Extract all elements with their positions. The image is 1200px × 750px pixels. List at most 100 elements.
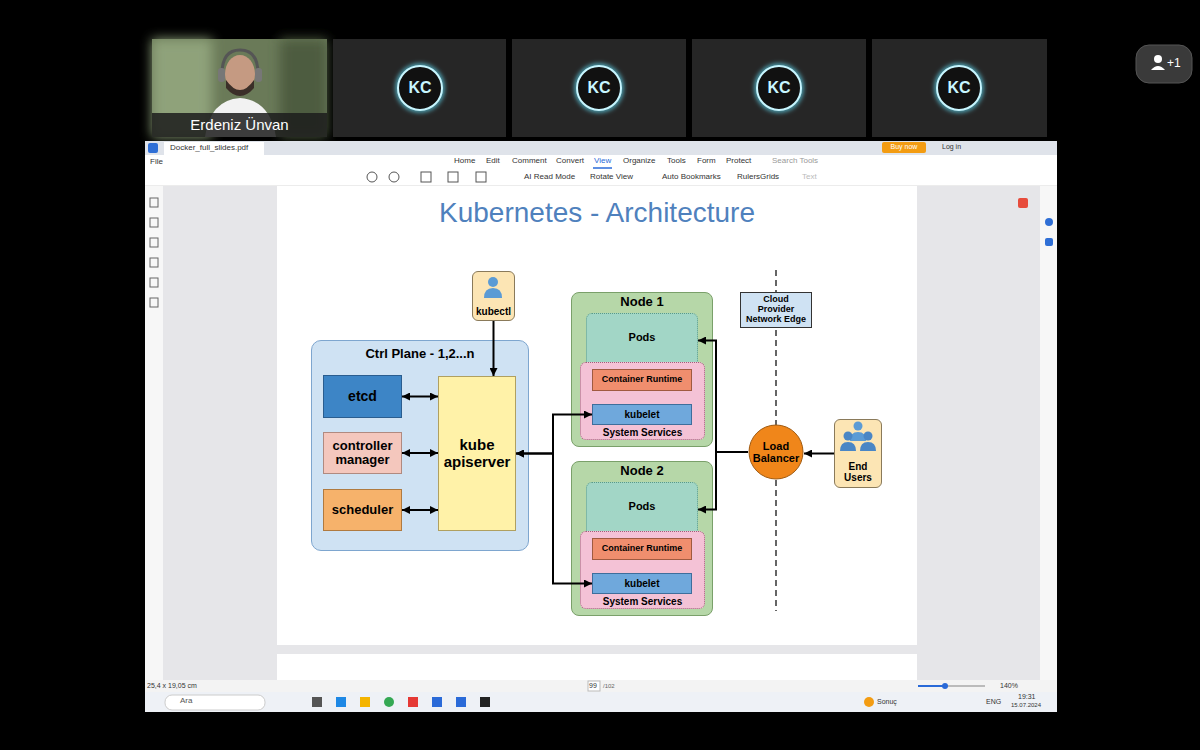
user-box: kubectl (472, 271, 515, 321)
worker-node-band: Node 1PodsSystem ServicesContainer Runti… (571, 292, 713, 447)
node-label: Cloud Provider Network Edge (745, 295, 807, 325)
taskbar-icon (432, 697, 442, 707)
fill-icon (476, 172, 486, 182)
status-bar (145, 680, 1057, 692)
users-icon (840, 442, 856, 451)
person-head (225, 55, 255, 93)
participants-icon (1151, 66, 1165, 70)
logo-mark: KC (569, 79, 629, 97)
control-plane-band: Ctrl Plane - 1,2...netcdcontroller manag… (311, 340, 529, 551)
taskbar-icon (480, 697, 490, 707)
menu-item: Tools (667, 157, 686, 166)
users-icon (860, 442, 876, 451)
sidebar-icon (150, 298, 158, 307)
person-headphones (222, 50, 258, 74)
node-label: System Services (603, 427, 683, 438)
taskbar-icon (360, 697, 370, 707)
sidebar-icon (150, 198, 158, 207)
toolbar-item: Grids (760, 173, 779, 182)
connector-arrow (804, 453, 834, 455)
logo-mark: KC (390, 79, 450, 97)
document-area (163, 186, 1040, 680)
taskbar-search-text: Ara (180, 697, 192, 706)
buy-button (882, 142, 926, 153)
api-server-box: kube apiserver (438, 376, 516, 531)
zoom-out-icon (367, 172, 377, 182)
connector-arrow (493, 321, 495, 376)
participants-button (1136, 45, 1192, 83)
node-label: Node 1 (620, 295, 663, 309)
pods-box: Pods (586, 482, 698, 537)
page-size: 25,4 x 19,05 cm (147, 682, 197, 690)
users-icon (844, 432, 853, 441)
load-balancer-circle: Load Balancer (748, 424, 804, 480)
toolbar-item: Rulers (737, 173, 760, 182)
component-box: scheduler (323, 489, 402, 531)
sidebar-icon (150, 218, 158, 227)
users-icon (850, 432, 866, 441)
node-label: System Services (603, 596, 683, 607)
node-label: End Users (835, 461, 881, 483)
clock-date: 15.07.2024 (1011, 702, 1041, 709)
zoom-slider (918, 685, 945, 687)
users-box: End Users (834, 419, 882, 488)
clock-time: 19:31 (1018, 693, 1036, 701)
menu-item: Home (454, 157, 475, 166)
logo-mark: KC (929, 79, 989, 97)
taskbar-icon (336, 697, 346, 707)
page-count: /102 (603, 683, 615, 690)
load-balancer-shape (749, 425, 803, 479)
user-icon (488, 277, 498, 287)
node-label: scheduler (332, 503, 393, 517)
language-indicator: ENG (986, 698, 1001, 706)
worker-node-band: Node 2PodsSystem ServicesContainer Runti… (571, 461, 713, 616)
connector-arrow (698, 341, 748, 453)
page-box (588, 681, 600, 691)
video-blur (152, 39, 327, 137)
fit-icon (421, 172, 431, 182)
slide-title: Kubernetes - Architecture (277, 197, 917, 229)
float-icon (1018, 198, 1028, 208)
node-label: kube apiserver (439, 437, 515, 470)
sidebar-icon (1045, 218, 1053, 226)
zoom-in-icon (389, 172, 399, 182)
page-icon (448, 172, 458, 182)
right-sidebar (1040, 186, 1057, 680)
taskbar-search (165, 695, 265, 710)
node-label: Node 2 (620, 464, 663, 478)
toolbar-item: Rotate View (590, 173, 633, 182)
participants-icon (1154, 55, 1162, 63)
menu-item: File (150, 158, 163, 167)
menu-item: Form (697, 157, 716, 166)
node-label: Load Balancer (748, 440, 804, 464)
menu-item: Protect (726, 157, 751, 166)
toolbar-item: Auto Bookmarks (662, 173, 721, 182)
node-label: Pods (629, 500, 656, 512)
toolbar-item: Text (802, 173, 817, 182)
document-tab (164, 142, 264, 155)
zoom-knob (942, 683, 948, 689)
app-icon (148, 143, 158, 153)
taskbar-icon (312, 697, 322, 707)
tab-underline (593, 167, 612, 169)
sidebar-icon (150, 238, 158, 247)
kubelet-box: kubelet (592, 573, 692, 594)
left-sidebar (145, 186, 163, 680)
video-tile (152, 39, 327, 137)
title-bar (145, 141, 1057, 155)
sidebar-icon (150, 278, 158, 287)
person-beard (226, 80, 254, 96)
person-headphones (255, 68, 262, 82)
connector-arrow (698, 452, 748, 510)
connector-arrow (402, 452, 438, 454)
users-icon (854, 422, 863, 431)
participant-count: +1 (1167, 57, 1181, 70)
weather-text: Sonuç (877, 698, 897, 706)
component-box: etcd (323, 375, 402, 418)
toolbar-item: AI Read Mode (524, 173, 575, 182)
login-link: Log in (942, 143, 961, 151)
video-tile (333, 39, 506, 137)
app-window (145, 141, 1057, 712)
network-edge-box: Cloud Provider Network Edge (740, 292, 812, 328)
sidebar-icon (1045, 238, 1053, 246)
